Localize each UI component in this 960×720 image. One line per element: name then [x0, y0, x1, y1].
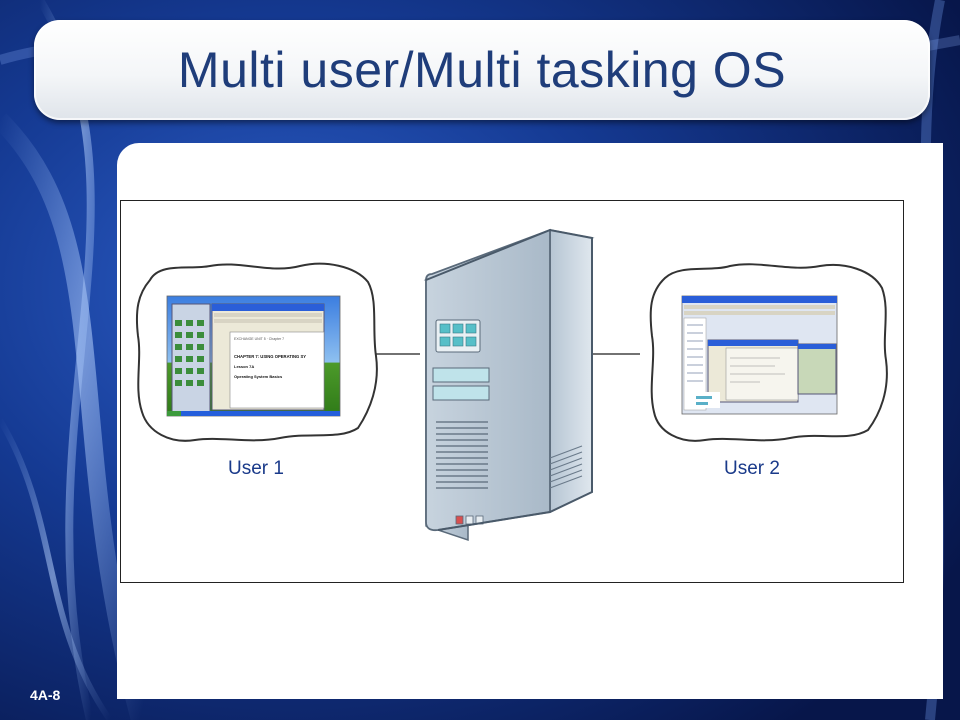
doc-line-lesson: Lesson 7A [234, 364, 254, 369]
slide-title: Multi user/Multi tasking OS [177, 42, 787, 98]
doc-line-header: EXCHANGE UNIT 5 · Chapter 7 [234, 337, 284, 341]
doc-line-basics: Operating System Basics [234, 374, 283, 379]
slide-number: 4A-8 [30, 687, 61, 703]
server-icon [423, 228, 595, 542]
title-bar [34, 20, 930, 120]
doc-line-chapter: CHAPTER 7: USING OPERATING SY [234, 354, 306, 359]
user2-label: User 2 [724, 458, 780, 479]
user1-desktop-screen: EXCHANGE UNIT 5 · Chapter 7 CHAPTER 7: U… [166, 295, 341, 417]
user1-label: User 1 [228, 458, 284, 479]
multi-user-diagram: EXCHANGE UNIT 5 · Chapter 7 CHAPTER 7: U… [135, 228, 888, 542]
user2-desktop-screen [681, 295, 838, 415]
